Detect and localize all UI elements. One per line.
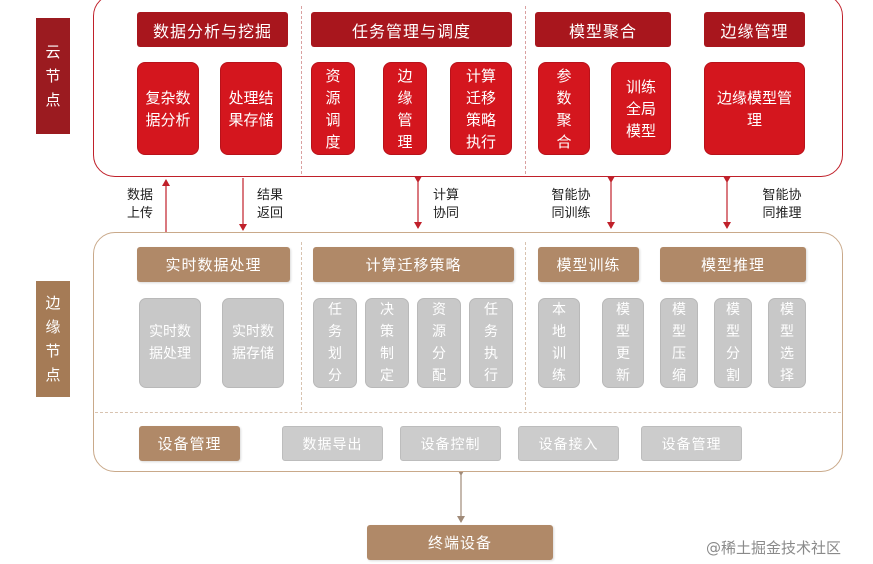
edge-card-resource-allocation: 资源分配: [417, 298, 461, 388]
edge-horizontal-divider: [95, 412, 841, 413]
cloud-card-edge-model-management: 边缘模型管理: [704, 62, 805, 155]
edge-header-realtime-processing: 实时数据处理: [137, 247, 290, 282]
edge-card-model-split: 模型分割: [714, 298, 752, 388]
cloud-divider-2: [525, 6, 526, 174]
cloud-header-edge-management: 边缘管理: [704, 12, 805, 47]
edge-divider-1: [301, 242, 302, 410]
cloud-card-edge-management: 边缘管理: [383, 62, 427, 155]
edge-card-realtime-storage: 实时数据存储: [222, 298, 284, 388]
edge-card-task-execution: 任务执行: [469, 298, 513, 388]
cloud-node-label: 云节点: [36, 18, 70, 134]
cloud-divider-1: [301, 6, 302, 174]
edge-card-realtime-processing: 实时数据处理: [139, 298, 201, 388]
terminal-device: 终端设备: [367, 525, 553, 560]
cloud-header-data-analysis: 数据分析与挖掘: [137, 12, 288, 47]
cloud-header-model-aggregation: 模型聚合: [535, 12, 671, 47]
edge-header-migration-strategy: 计算迁移策略: [313, 247, 514, 282]
edge-card-decision-making: 决策制定: [365, 298, 409, 388]
edge-divider-2: [525, 242, 526, 410]
cloud-node-label-text: 云节点: [45, 43, 61, 109]
edge-card-model-compression: 模型压缩: [660, 298, 698, 388]
edge-card-model-update: 模型更新: [602, 298, 644, 388]
cloud-card-complex-analysis: 复杂数据分析: [137, 62, 199, 155]
edge-node-label: 边缘节点: [36, 281, 70, 397]
cloud-card-parameter-aggregation: 参数聚合: [538, 62, 590, 155]
edge-node-label-text: 边缘节点: [45, 294, 61, 384]
arrow-label-upload: 数据上传: [126, 188, 153, 221]
device-button-device-access: 设备接入: [518, 426, 619, 461]
device-button-data-export: 数据导出: [282, 426, 383, 461]
edge-card-model-selection: 模型选择: [768, 298, 806, 388]
edge-card-task-division: 任务划分: [313, 298, 357, 388]
edge-header-model-training: 模型训练: [538, 247, 639, 282]
edge-header-model-inference: 模型推理: [660, 247, 806, 282]
arrow-label-return: 结果返回: [256, 188, 283, 221]
cloud-card-resource-scheduling: 资源调度: [311, 62, 355, 155]
arrow-label-train: 智能协同训练: [551, 188, 591, 221]
cloud-card-global-model-training: 训练全局模型: [611, 62, 671, 155]
arrow-label-infer: 智能协同推理: [762, 188, 802, 221]
edge-card-local-training: 本地训练: [538, 298, 580, 388]
device-button-device-control: 设备控制: [400, 426, 501, 461]
edge-device-management-header: 设备管理: [139, 426, 240, 461]
watermark: @稀土掘金技术社区: [706, 539, 842, 557]
cloud-card-migration-execution: 计算迁移策略执行: [450, 62, 512, 155]
cloud-card-result-storage: 处理结果存储: [220, 62, 282, 155]
cloud-header-task-management: 任务管理与调度: [311, 12, 512, 47]
arrow-label-compute: 计算协同: [432, 188, 459, 221]
device-button-device-management: 设备管理: [641, 426, 742, 461]
